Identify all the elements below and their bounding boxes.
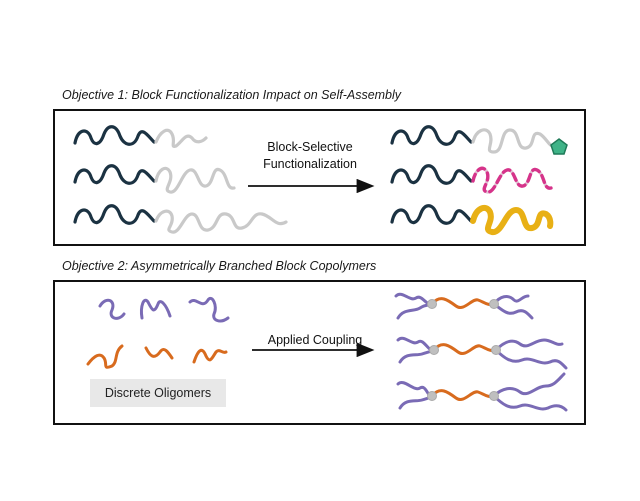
objective-1-heading: Objective 1: Block Functionalization Imp…	[62, 88, 402, 102]
coupling-label: Applied Coupling	[267, 333, 363, 347]
objective-1-panel	[53, 109, 586, 246]
objective-2-heading: Objective 2: Asymmetrically Branched Blo…	[62, 259, 377, 273]
functionalization-label: Block-Selective Functionalization	[240, 139, 380, 173]
discrete-oligomers-label: Discrete Oligomers	[90, 379, 226, 407]
functionalization-label-line2: Functionalization	[263, 157, 357, 171]
functionalization-label-line1: Block-Selective	[267, 140, 353, 154]
